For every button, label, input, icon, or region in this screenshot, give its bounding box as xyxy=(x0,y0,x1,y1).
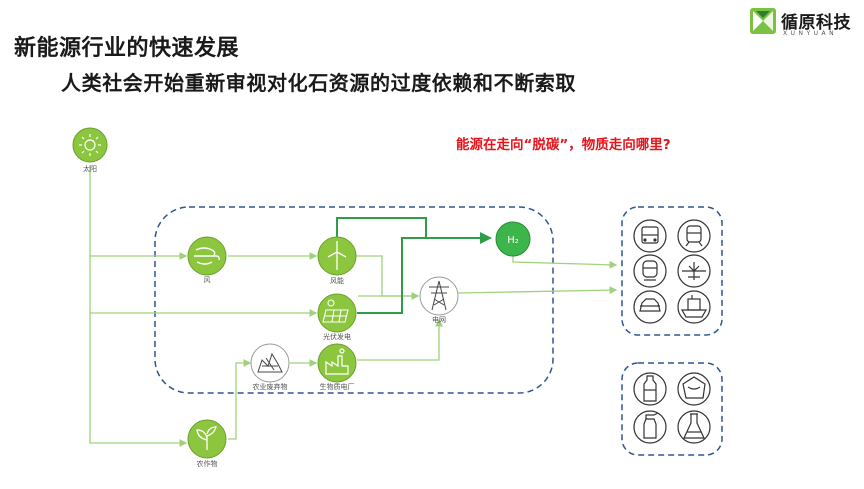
spray-bottle-icon xyxy=(633,410,667,444)
wind-turbine-icon xyxy=(327,241,347,270)
logo-mark-icon xyxy=(750,8,776,34)
subway-icon xyxy=(677,219,711,253)
car-icon xyxy=(633,290,667,324)
biomass-plant-node: 生物质电厂 xyxy=(317,343,357,391)
wind-label: 风 xyxy=(204,276,211,284)
power-tower-icon xyxy=(429,280,449,311)
material-icons xyxy=(633,372,711,444)
sun-icon xyxy=(79,134,101,156)
agri-waste-label: 农业废弃物 xyxy=(253,382,288,391)
solar-to-h2-arrow xyxy=(357,237,426,314)
logo-pinyin: XUNYUAN xyxy=(783,30,838,37)
logo-name: 循原科技 xyxy=(781,13,851,33)
h2-node: H₂ xyxy=(495,221,531,257)
waste-pile-icon xyxy=(257,352,283,373)
page-subtitle: 人类社会开始重新审视对化石资源的过度依赖和不断索取 xyxy=(61,71,576,95)
wind-icon xyxy=(194,247,220,265)
flask-icon xyxy=(677,410,711,444)
solar-power-node: 光伏发电 xyxy=(317,293,357,341)
agri-waste-node: 农业废弃物 xyxy=(250,343,290,391)
wind-node: 风 xyxy=(187,236,227,284)
bold-flow-lines xyxy=(336,217,492,314)
transport-box xyxy=(621,206,723,336)
sprout-icon xyxy=(196,426,217,450)
energy-system-box xyxy=(154,206,554,394)
bus-icon xyxy=(633,219,667,253)
crops-label: 农作物 xyxy=(197,459,218,468)
windpower-to-grid-arrow xyxy=(355,255,420,300)
grid-to-transport-arrow xyxy=(457,286,618,295)
h2-to-transport-arrow xyxy=(512,250,618,269)
materials-box xyxy=(621,362,723,456)
crops-to-waste-arrow xyxy=(228,359,252,440)
bag-icon xyxy=(677,372,711,406)
windpower-to-h2-arrow xyxy=(336,217,492,244)
biomass-to-grid-arrow xyxy=(357,318,443,361)
h2-label: H₂ xyxy=(507,235,519,246)
bottle-icon xyxy=(633,372,667,406)
train-icon xyxy=(633,254,667,288)
wind-power-node: 风能 xyxy=(317,236,357,285)
logo: 循原科技 XUNYUAN xyxy=(750,6,860,40)
grid-label: 电网 xyxy=(432,315,446,324)
sun-to-crops-arrow xyxy=(89,165,188,447)
page-title: 新能源行业的快速发展 xyxy=(14,36,240,61)
transport-icons xyxy=(633,219,711,324)
sun-node: 太阳 xyxy=(72,127,108,173)
ship-icon xyxy=(677,290,711,324)
wind-power-label: 风能 xyxy=(330,276,344,285)
question-text: 能源在走向“脱碳”，物质走向哪里? xyxy=(456,137,671,153)
sun-label: 太阳 xyxy=(83,164,97,173)
grid-node: 电网 xyxy=(419,276,459,324)
factory-icon xyxy=(325,348,349,375)
crops-node: 农作物 xyxy=(187,419,227,468)
solar-power-label: 光伏发电 xyxy=(323,332,351,341)
airplane-icon xyxy=(677,254,711,288)
biomass-plant-label: 生物质电厂 xyxy=(320,382,355,391)
solar-panel-icon xyxy=(322,299,349,323)
